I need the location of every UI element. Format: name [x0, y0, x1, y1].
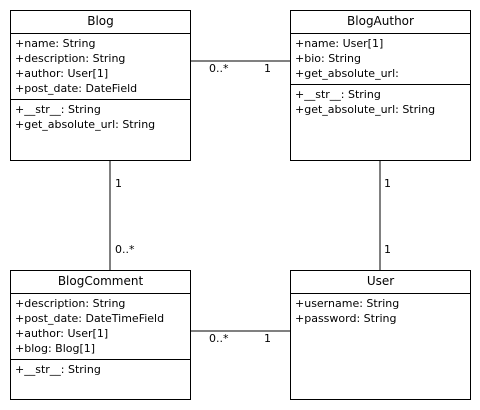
class-blogauthor[interactable]: BlogAuthor +name: User[1] +bio: String +… — [290, 10, 471, 161]
operation: +__str__: String — [15, 103, 101, 116]
class-name: Blog — [11, 11, 190, 34]
operations-section: +__str__: String — [11, 360, 190, 379]
attribute: +name: String — [15, 37, 96, 50]
attributes-section: +name: User[1] +bio: String +get_absolut… — [291, 34, 470, 85]
class-name: BlogComment — [11, 271, 190, 294]
multiplicity-user-from-blogauthor: 1 — [384, 243, 391, 256]
attributes-section: +username: String +password: String — [291, 294, 470, 328]
attributes-section: +description: String +post_date: DateTim… — [11, 294, 190, 360]
multiplicity-blog-to-blogauthor: 0..* — [209, 62, 229, 75]
attribute: +bio: String — [295, 52, 362, 65]
class-blogcomment[interactable]: BlogComment +description: String +post_d… — [10, 270, 191, 400]
attribute: +author: User[1] — [15, 327, 109, 340]
multiplicity-blog-to-blogcomment: 1 — [115, 177, 122, 190]
operation: +__str__: String — [15, 363, 101, 376]
attribute: +password: String — [295, 312, 397, 325]
attribute: +author: User[1] — [15, 67, 109, 80]
multiplicity-user-from-blogcomment: 1 — [264, 332, 271, 345]
attributes-section: +name: String +description: String +auth… — [11, 34, 190, 100]
attribute: +get_absolute_url: — [295, 67, 399, 80]
attribute: +description: String — [15, 52, 126, 65]
multiplicity-blogauthor-to-user: 1 — [384, 177, 391, 190]
operation: +get_absolute_url: String — [295, 103, 436, 116]
operation: +__str__: String — [295, 88, 381, 101]
operations-section: +__str__: String +get_absolute_url: Stri… — [11, 100, 190, 134]
multiplicity-blogcomment-to-user: 0..* — [209, 332, 229, 345]
attribute: +blog: Blog[1] — [15, 342, 96, 355]
operations-section: +__str__: String +get_absolute_url: Stri… — [291, 85, 470, 119]
attribute: +post_date: DateTimeField — [15, 312, 165, 325]
attribute: +name: User[1] — [295, 37, 384, 50]
attribute: +username: String — [295, 297, 400, 310]
attribute: +post_date: DateField — [15, 82, 138, 95]
class-user[interactable]: User +username: String +password: String — [290, 270, 471, 400]
operation: +get_absolute_url: String — [15, 118, 156, 131]
multiplicity-blogauthor-from-blog: 1 — [264, 62, 271, 75]
class-name: BlogAuthor — [291, 11, 470, 34]
class-blog[interactable]: Blog +name: String +description: String … — [10, 10, 191, 161]
attribute: +description: String — [15, 297, 126, 310]
multiplicity-blogcomment-from-blog: 0..* — [115, 243, 135, 256]
class-name: User — [291, 271, 470, 294]
